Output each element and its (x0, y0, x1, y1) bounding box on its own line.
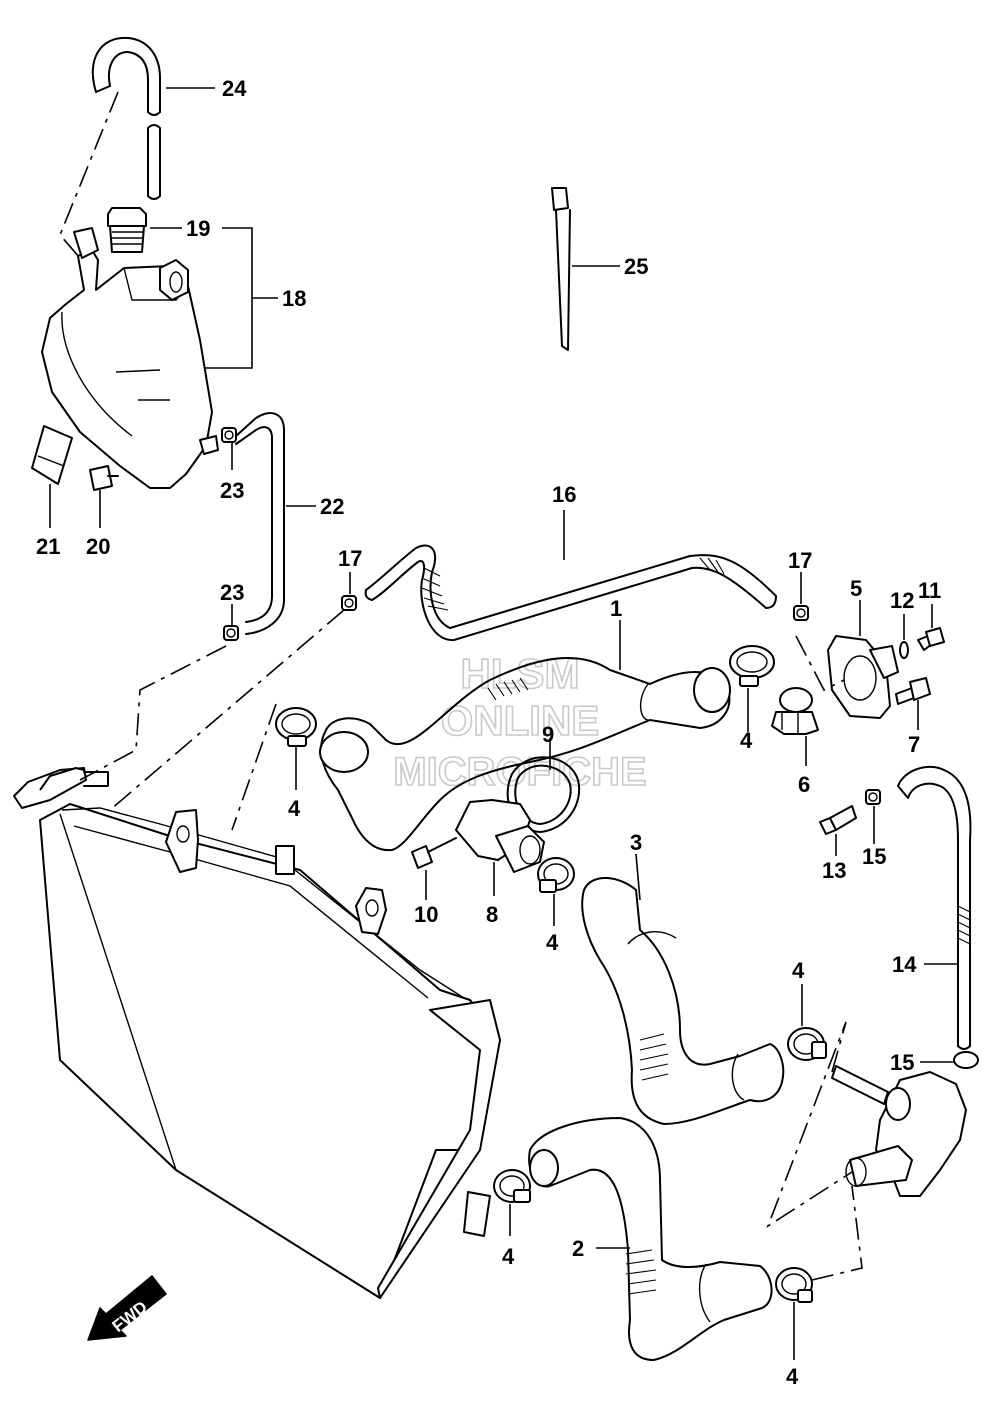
dash-pump-2 (811, 1185, 863, 1281)
watermark-line-3: MICROFICHE (393, 750, 646, 794)
part-25-cable-tie[interactable] (551, 187, 571, 351)
part-4-clamp-c[interactable] (537, 857, 575, 893)
callout-18: 18 (282, 286, 306, 311)
hose-24-dash-leader (59, 91, 119, 259)
callout-13: 13 (822, 858, 846, 883)
watermark-line-2: ONLINE (441, 697, 600, 744)
callout-12: 12 (890, 588, 914, 613)
part-6-thermostat[interactable] (771, 687, 819, 735)
callout-4-a: 4 (288, 796, 301, 821)
part-8-water-outlet[interactable] (455, 799, 545, 873)
part-4-clamp-e[interactable] (493, 1169, 531, 1203)
callout-4-c: 4 (546, 930, 559, 955)
callout-4-b: 4 (740, 728, 753, 753)
part-20-bolt[interactable] (89, 465, 119, 491)
callout-21: 21 (36, 534, 60, 559)
callout-24: 24 (222, 76, 247, 101)
callout-9: 9 (542, 722, 554, 747)
part-16-bypass-hose[interactable] (364, 544, 777, 642)
part-12-o-ring[interactable] (899, 641, 909, 659)
callout-20: 20 (86, 534, 110, 559)
callout-16: 16 (552, 482, 576, 507)
callout-14: 14 (892, 952, 917, 977)
part-23-clamp-lower[interactable] (223, 625, 239, 641)
dash-pump-1 (766, 1021, 853, 1228)
callout-4-f: 4 (786, 1364, 799, 1389)
part-14-drain-hose[interactable] (897, 765, 972, 1050)
part-24-overflow-hose[interactable] (91, 36, 161, 200)
callout-10: 10 (414, 902, 438, 927)
part-7-bolt[interactable] (895, 677, 931, 705)
callout-4-e: 4 (502, 1244, 515, 1269)
callout-1: 1 (610, 596, 622, 621)
callout-25: 25 (624, 254, 648, 279)
part-4-clamp-b[interactable] (729, 645, 775, 687)
part-17-clamp-left[interactable] (341, 595, 357, 611)
callout-5: 5 (850, 576, 862, 601)
part-4-clamp-a[interactable] (275, 707, 317, 747)
callout-17-left: 17 (338, 546, 362, 571)
callout-3: 3 (630, 830, 642, 855)
radiator-cap[interactable] (13, 767, 109, 809)
part-15-clamp-lower[interactable] (953, 1051, 979, 1069)
callout-15-lower: 15 (890, 1050, 914, 1075)
dash-radiator-2 (109, 609, 345, 811)
watermark: HLSM ONLINE MICROFICHE (393, 649, 648, 795)
part-22-tank-hose[interactable] (235, 412, 285, 635)
dash-radiator-3 (231, 703, 277, 831)
part-18-reservoir-tank[interactable] (41, 227, 219, 489)
part-4-clamp-d[interactable] (787, 1027, 827, 1061)
part-17-clamp-right[interactable] (793, 605, 809, 621)
callout-4-d: 4 (792, 958, 805, 983)
part-5-thermostat-cover[interactable] (827, 635, 899, 719)
part-3-radiator-outlet-hose[interactable] (581, 876, 785, 1125)
water-pump-housing (831, 1065, 967, 1197)
part-19-reservoir-cap[interactable] (107, 207, 147, 253)
part-4-clamp-f[interactable] (775, 1267, 813, 1303)
callout-8: 8 (486, 902, 498, 927)
part-11-screw[interactable] (917, 627, 945, 651)
callout-23-upper: 23 (220, 478, 244, 503)
part-13-fitting[interactable] (819, 805, 857, 835)
callout-15-upper: 15 (862, 844, 886, 869)
callout-17-right: 17 (788, 548, 812, 573)
callout-22: 22 (320, 494, 344, 519)
dash-thermostat (795, 635, 845, 692)
part-15-clamp-upper[interactable] (865, 789, 881, 805)
callout-11: 11 (918, 578, 941, 603)
callout-7: 7 (908, 732, 920, 757)
part-10-bolt[interactable] (411, 837, 457, 869)
part-1-radiator-inlet-hose[interactable] (319, 656, 731, 852)
radiator (39, 803, 501, 1299)
callout-19: 19 (186, 216, 210, 241)
part-21-label-sticker[interactable] (31, 425, 73, 485)
callout-2: 2 (572, 1236, 584, 1261)
watermark-line-1: HLSM (461, 650, 580, 697)
callout-23-lower: 23 (220, 580, 244, 605)
part-23-clamp-upper[interactable] (221, 427, 237, 443)
callout-6: 6 (798, 772, 810, 797)
fwd-direction-badge: FWD (87, 1275, 167, 1341)
part-2-lower-hose[interactable] (528, 1117, 773, 1361)
dash-radiator-1 (79, 645, 227, 781)
